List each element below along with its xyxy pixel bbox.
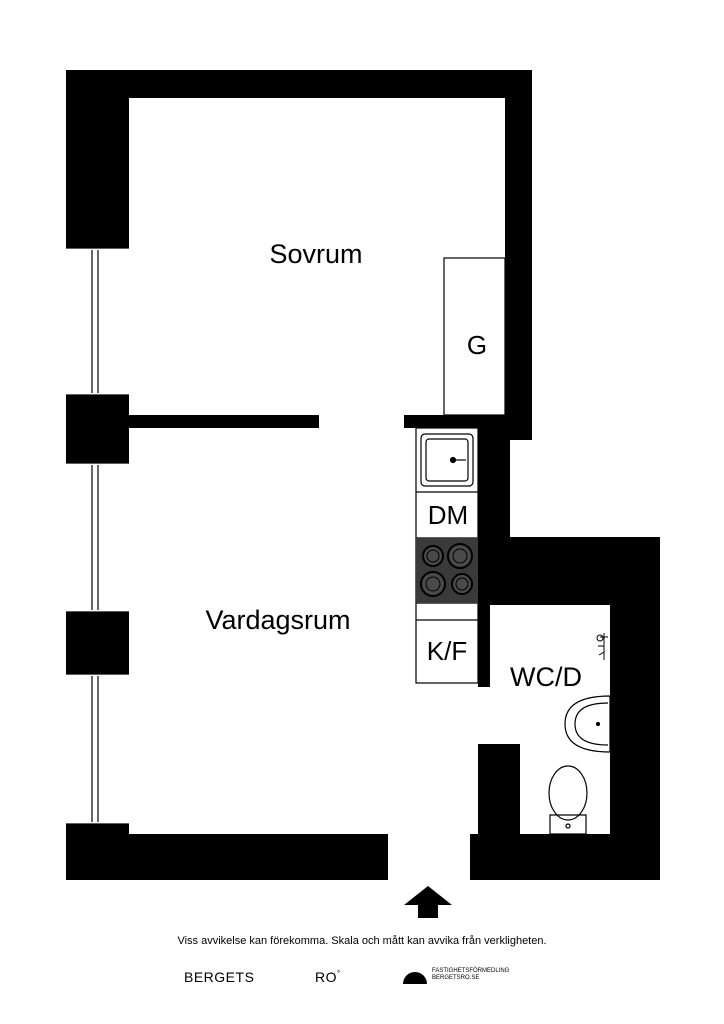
room-label-wardrobe: G [467, 330, 487, 360]
half-circle-logo-icon [403, 972, 427, 984]
toilet-icon [548, 765, 588, 835]
room-label-fridge-freezer: K/F [427, 636, 467, 666]
agency-name: FASTIGHETSFÖRMEDLING BERGETSRO.SE [432, 968, 509, 982]
agency-line-1: FASTIGHETSFÖRMEDLING [432, 968, 510, 974]
room-label-living-room: Vardagsrum [205, 605, 350, 635]
brand-name-right-text: RO [315, 969, 337, 985]
wardrobe [443, 257, 506, 416]
brand-name-right: RO° [315, 969, 341, 985]
footer-branding: BERGETS RO° FASTIGHETSFÖRMEDLING BERGETS… [0, 965, 724, 995]
washbasin-icon [564, 695, 611, 753]
agency-line-2: BERGETSRO.SE [432, 975, 480, 981]
room-label-bedroom: Sovrum [269, 239, 362, 269]
room-label-bathroom: WC/D [510, 662, 582, 692]
windows [66, 247, 129, 825]
arrow-up-icon [404, 886, 452, 918]
kitchen-sink-icon [420, 433, 474, 487]
brand-name-left: BERGETS [184, 969, 255, 985]
walls [66, 70, 660, 880]
shower-icon [596, 633, 608, 660]
disclaimer-text: Viss avvikelse kan förekomma. Skala och … [177, 935, 547, 947]
room-label-dishwasher: DM [428, 500, 468, 530]
stove-icon [416, 538, 478, 603]
brand-degree-mark: ° [337, 969, 341, 978]
